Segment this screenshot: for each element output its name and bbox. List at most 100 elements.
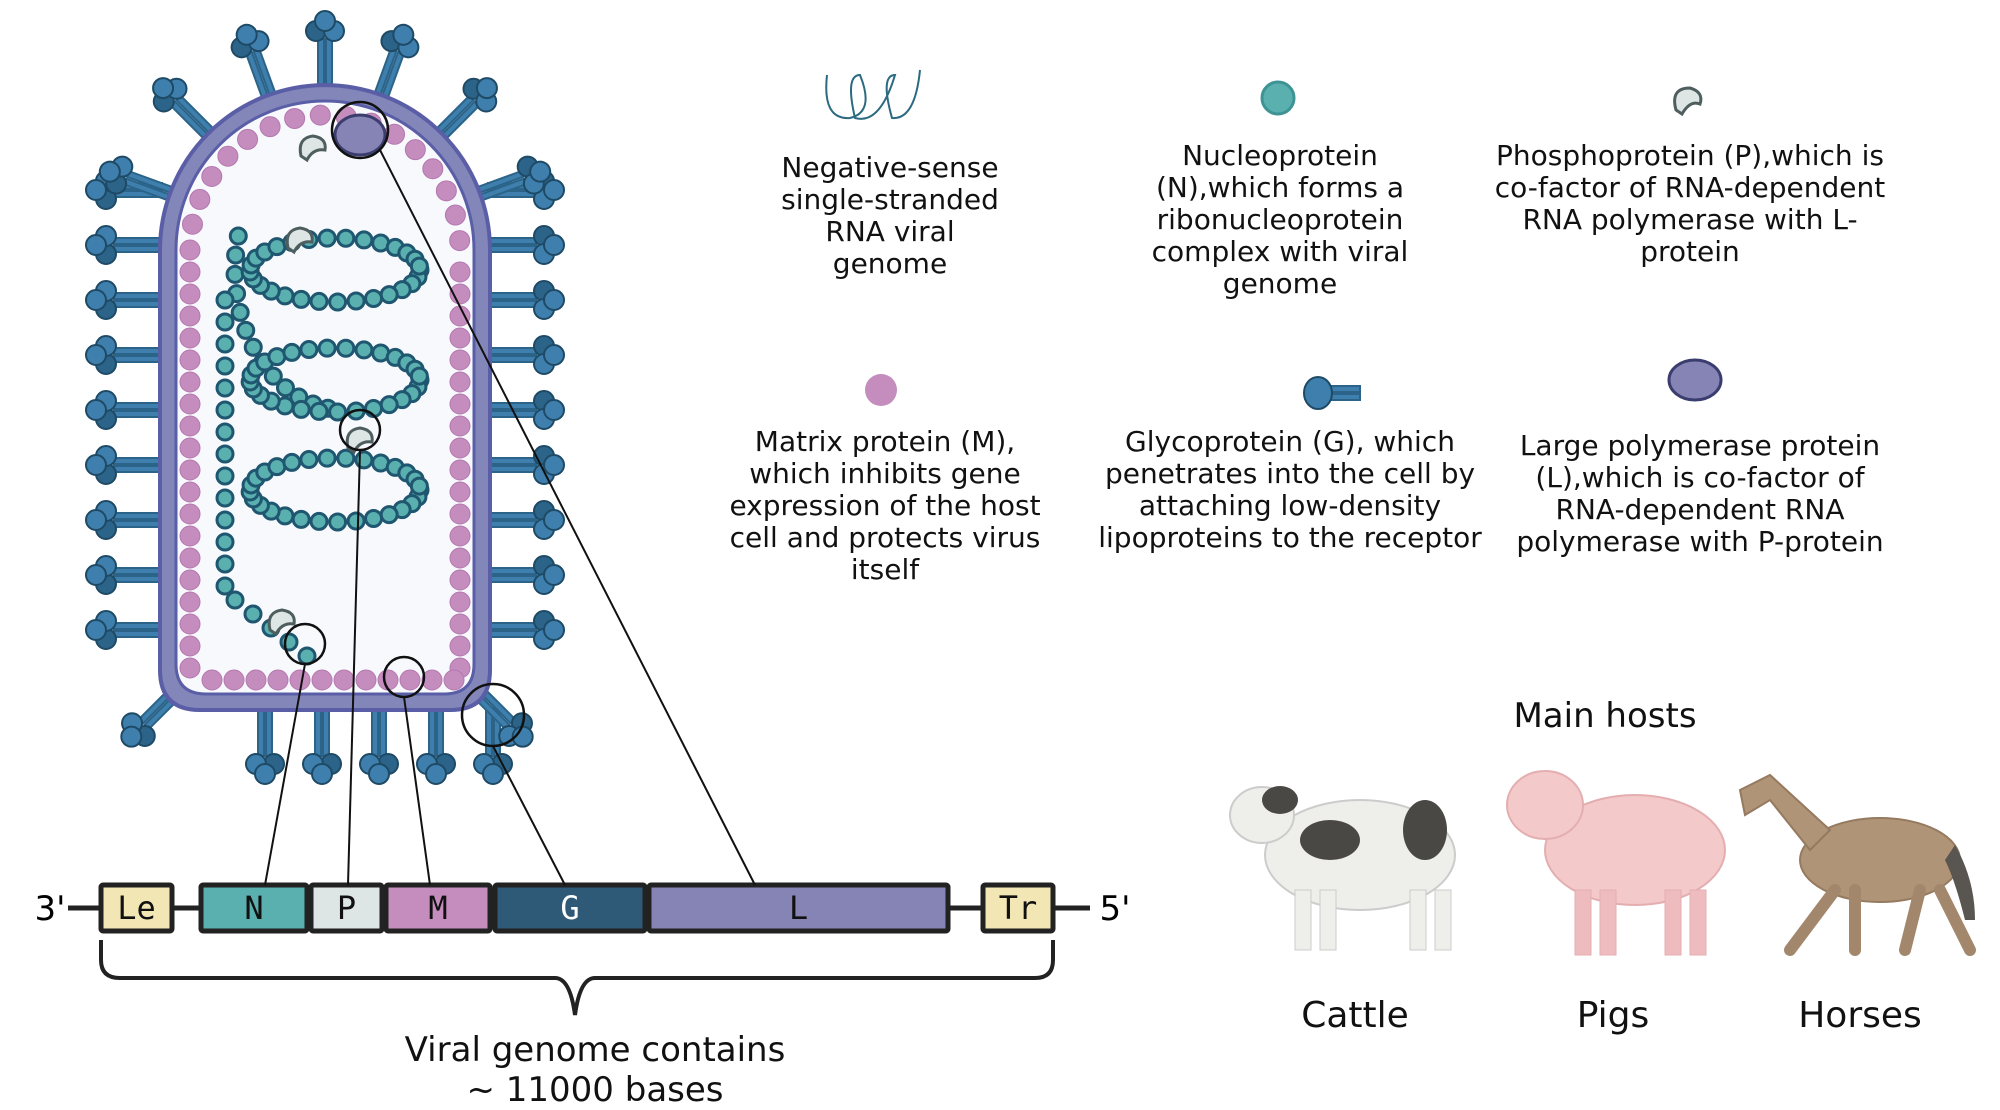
spike-stalk: [113, 355, 163, 363]
matrix-protein-bead: [444, 204, 466, 226]
legend-text-matrix: Matrix protein (M), which inhibits gene …: [729, 425, 1041, 586]
spike-stalk: [257, 707, 265, 757]
matrix-protein-bead: [259, 116, 281, 138]
hosts-title: Main hosts: [1513, 696, 1697, 736]
nucleoprotein-bead: [354, 230, 374, 250]
spike-head: [85, 454, 107, 476]
nucleoprotein-bead: [243, 604, 263, 624]
matrix-protein-bead: [179, 459, 201, 481]
horse-leg: [1934, 884, 1976, 956]
virion: [85, 10, 565, 785]
nucleoprotein-bead: [291, 289, 311, 309]
large-polymerase: [333, 113, 387, 157]
genome-segment-m: [383, 882, 493, 934]
matrix-protein-bead: [449, 349, 471, 371]
nucleoprotein-bead: [409, 256, 429, 276]
phosphoprotein: [298, 134, 327, 163]
spike-stalk: [487, 245, 537, 253]
spike-stalk: [113, 567, 163, 575]
matrix-protein-bead: [179, 393, 201, 415]
cattle-leg: [1294, 889, 1312, 951]
spike-head: [1303, 376, 1333, 410]
spike-head: [98, 160, 121, 183]
genome-segment-tr: [980, 882, 1056, 934]
glycoprotein-icon: [1303, 376, 1361, 410]
matrix-protein-bead: [179, 569, 201, 591]
nucleoprotein-bead: [354, 340, 374, 360]
spike-head: [311, 763, 333, 785]
nucleoprotein-bead: [299, 340, 319, 360]
glycoprotein-spike: [487, 445, 565, 485]
matrix-protein-bead: [449, 415, 471, 437]
glycoprotein-spike: [85, 390, 163, 430]
spike-head: [543, 509, 565, 531]
spike-stalk: [113, 300, 163, 308]
matrix-protein-bead: [179, 657, 201, 679]
glycoprotein-spike: [85, 225, 163, 265]
matrix-protein-bead: [201, 165, 223, 187]
spike-head: [511, 725, 534, 748]
horse-icon: [1738, 773, 1976, 956]
glycoprotein-spike: [85, 500, 163, 540]
spike-stalk: [314, 707, 322, 757]
nucleoprotein-bead: [215, 400, 235, 420]
matrix-protein-bead: [449, 393, 471, 415]
horse-leg: [1784, 884, 1841, 956]
matrix-protein-bead: [449, 261, 471, 283]
glycoprotein-spike: [487, 555, 565, 595]
host-label-horses: Horses: [1798, 995, 1922, 1036]
nucleoprotein-bead: [299, 450, 319, 470]
nucleoprotein-bead: [215, 312, 235, 332]
nucleoprotein-bead: [336, 338, 356, 358]
nucleoprotein-bead: [309, 511, 329, 531]
phosphoprotein-icon: [1673, 86, 1703, 117]
matrix-protein-bead: [179, 481, 201, 503]
glycoprotein-spike: [85, 555, 163, 595]
glycoprotein-spike: [245, 707, 285, 785]
matrix-protein-bead: [449, 635, 471, 657]
spike-head: [529, 160, 552, 183]
spike-stalk: [113, 402, 163, 410]
matrix-protein-bead: [179, 437, 201, 459]
pig-icon: [1506, 770, 1726, 956]
spike-head: [543, 564, 565, 586]
spike-head: [85, 179, 107, 201]
legend-icons: [825, 69, 1723, 410]
leader-line: [403, 696, 431, 886]
cattle-leg: [1319, 889, 1337, 951]
nucleoprotein-bead: [409, 366, 429, 386]
spike-stalk: [487, 520, 537, 528]
nucleoprotein-bead: [317, 228, 337, 248]
nucleoprotein-bead: [243, 337, 263, 357]
matrix-protein-bead: [179, 613, 201, 635]
spike-head: [85, 619, 107, 641]
spike-stalk: [113, 410, 163, 418]
nucleoprotein-bead: [291, 399, 311, 419]
genome-segment-label: P: [337, 889, 356, 927]
nucleoprotein-bead: [336, 228, 356, 248]
host-label-cattle: Cattle: [1301, 995, 1409, 1036]
matrix-protein-bead: [449, 613, 471, 635]
pig-leg: [1574, 889, 1592, 956]
spike-head: [543, 234, 565, 256]
spike-stalk: [113, 292, 163, 300]
nucleoprotein-bead: [226, 245, 246, 265]
matrix-protein-bead: [333, 669, 355, 691]
spike-head: [85, 509, 107, 531]
nucleoprotein-bead: [225, 590, 245, 610]
leader-line: [379, 149, 756, 886]
spike-head: [543, 179, 565, 201]
large-polymerase-icon: [1667, 358, 1723, 402]
cattle-spot: [1300, 820, 1360, 860]
spike-head: [314, 10, 336, 32]
matrix-protein-bead: [201, 669, 223, 691]
nucleoprotein-bead: [379, 395, 399, 415]
spike-head: [254, 763, 276, 785]
host-animals: [1229, 770, 1976, 956]
leader-line: [264, 663, 306, 886]
virion-interior: [174, 99, 476, 696]
matrix-protein-bead: [309, 104, 331, 126]
genome-segment-l: [646, 882, 951, 934]
matrix-protein-bead: [179, 305, 201, 327]
